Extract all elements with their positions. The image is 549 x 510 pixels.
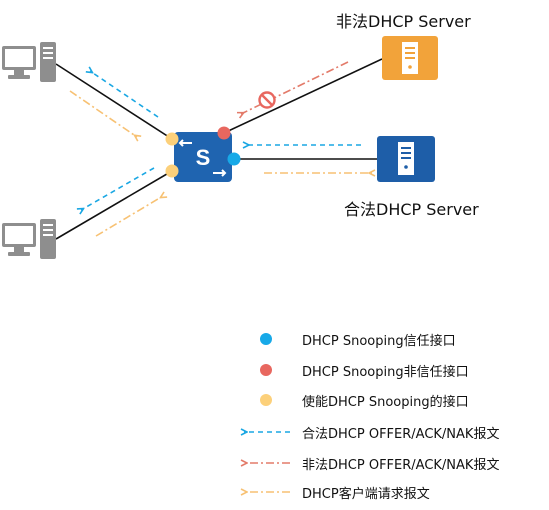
server-tower-icon	[382, 36, 438, 80]
legend-untrusted-dot	[260, 364, 272, 376]
legal-server-label: 合法DHCP Server	[344, 200, 479, 219]
link-client1-switch	[55, 63, 173, 140]
link-client2-switch	[55, 170, 173, 240]
legend-untrusted-label: DHCP Snooping非信任接口	[302, 365, 469, 380]
legend-legal-label: 合法DHCP OFFER/ACK/NAK报文	[302, 427, 500, 442]
link-illegal-server-switch	[223, 58, 383, 134]
client-request-arrow	[95, 196, 163, 237]
legend-trusted-label: DHCP Snooping信任接口	[302, 334, 456, 349]
legal-offer-arrow	[90, 71, 159, 118]
desktop-computer-icon	[2, 219, 56, 259]
untrusted-port-dot	[217, 126, 231, 140]
switch-icon: S	[174, 132, 232, 182]
enabled-port-dot	[165, 164, 179, 178]
server-tower-icon	[377, 136, 435, 182]
legend-illegal-label: 非法DHCP OFFER/ACK/NAK报文	[302, 458, 500, 473]
switch-symbol: S	[196, 145, 211, 170]
desktop-computer-icon	[2, 42, 56, 82]
illegal-server-label: 非法DHCP Server	[336, 12, 471, 31]
illegal-offer-arrow	[241, 61, 349, 114]
legend-request-label: DHCP客户端请求报文	[302, 487, 430, 502]
legend-enabled-label: 使能DHCP Snooping的接口	[302, 395, 469, 410]
legend-trusted-dot	[260, 333, 272, 345]
legend-enabled-dot	[260, 394, 272, 406]
enabled-port-dot	[165, 132, 179, 146]
client-request-arrow	[69, 90, 137, 137]
prohibited-icon	[258, 91, 276, 109]
trusted-port-dot	[227, 152, 241, 166]
